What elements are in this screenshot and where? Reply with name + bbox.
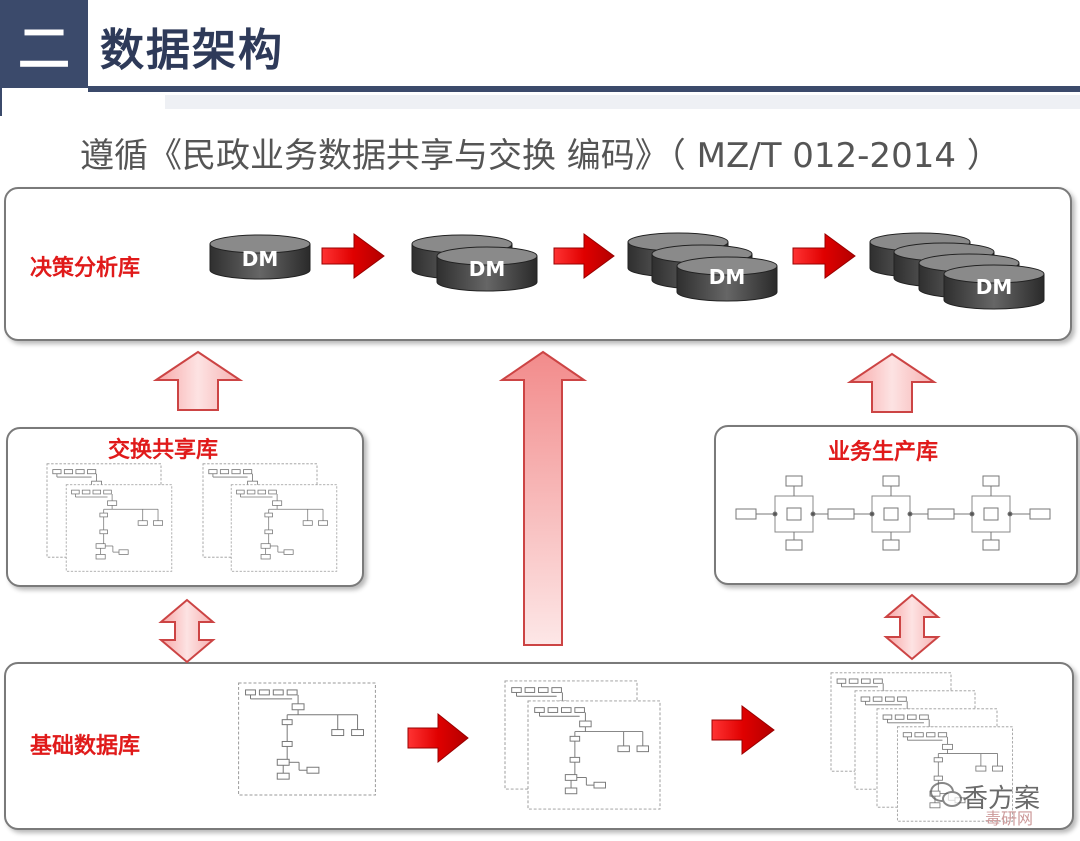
dm-database-double: DM: [411, 234, 538, 292]
dm-label: DM: [709, 265, 746, 289]
red-right-arrow-icon: [321, 233, 385, 279]
decision-analysis-label: 决策分析库: [30, 256, 141, 281]
dm-label: DM: [976, 275, 1013, 299]
basic-schema-diagram: [238, 672, 1014, 822]
bidirectional-arrow-icon: [883, 593, 941, 661]
bidirectional-arrow-icon: [158, 598, 216, 664]
production-network-diagram: [735, 475, 1051, 551]
wechat-icon: [930, 782, 962, 807]
section-number: 二: [0, 0, 88, 88]
watermark-subtext: 毒研网: [985, 809, 1034, 828]
up-arrow-icon: [152, 350, 244, 411]
header-divider: [88, 86, 1080, 92]
dm-database-quad: DM: [869, 232, 1045, 310]
business-production-label: 业务生产库: [828, 440, 939, 465]
basic-data-label: 基础数据库: [30, 734, 141, 759]
header-shadow-bar: [165, 95, 1080, 109]
page-title: 数据架构: [100, 25, 284, 76]
red-right-arrow-icon: [792, 233, 856, 279]
red-right-arrow-icon: [711, 705, 775, 755]
dm-label: DM: [242, 247, 279, 271]
large-up-arrow-icon: [498, 350, 588, 646]
exchange-schema-diagram: [46, 463, 338, 572]
watermark-text: 香方案: [962, 784, 1041, 814]
header-stub: [0, 88, 2, 116]
dm-database-triple: DM: [627, 232, 778, 302]
exchange-share-label: 交换共享库: [108, 438, 219, 463]
dm-label: DM: [469, 257, 506, 281]
red-right-arrow-icon: [553, 233, 615, 279]
up-arrow-icon: [846, 352, 938, 413]
subtitle: 遵循《民政业务数据共享与交换 编码》（ MZ/T 012-2014 ）: [80, 136, 1001, 176]
red-right-arrow-icon: [407, 712, 469, 764]
dm-database-single: DM: [209, 234, 311, 280]
